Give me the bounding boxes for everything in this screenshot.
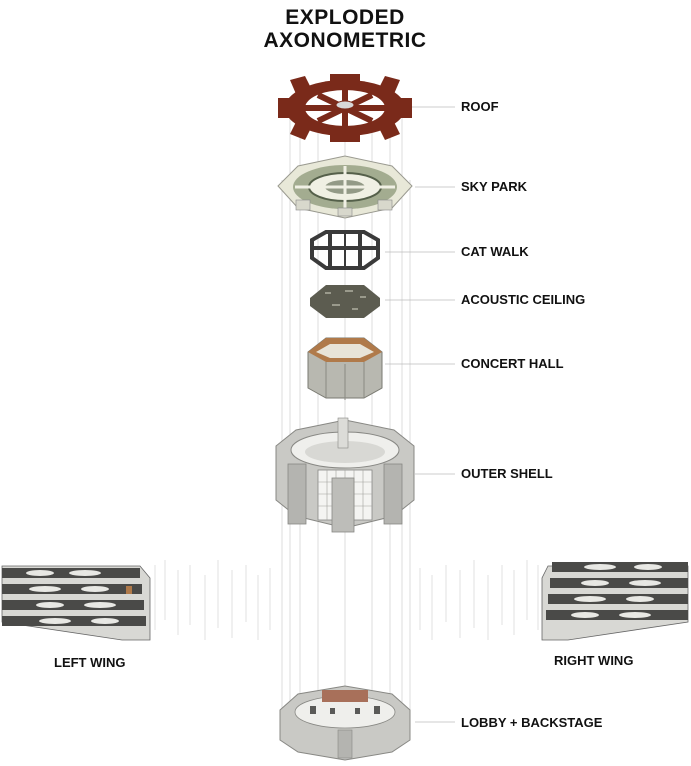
outer-shell-layer bbox=[275, 417, 415, 533]
label-outer-shell: OUTER SHELL bbox=[461, 466, 553, 481]
sky-park-layer bbox=[277, 155, 413, 219]
cat-walk-layer bbox=[310, 230, 380, 270]
acoustic-ceiling-layer bbox=[310, 285, 380, 318]
label-acoustic-ceiling: ACOUSTIC CEILING bbox=[461, 292, 586, 307]
label-right-wing: RIGHT WING bbox=[554, 653, 634, 668]
right-wing-layer bbox=[541, 562, 689, 641]
lobby-backstage-layer bbox=[279, 685, 411, 761]
label-roof: ROOF bbox=[461, 99, 499, 114]
vertical-guide-lines bbox=[281, 110, 411, 720]
label-lobby-backstage: LOBBY + BACKSTAGE bbox=[461, 715, 603, 730]
concert-hall-layer bbox=[307, 337, 383, 400]
left-wing-layer bbox=[1, 565, 151, 641]
label-sky-park: SKY PARK bbox=[461, 179, 527, 194]
label-cat-walk: CAT WALK bbox=[461, 244, 529, 259]
label-leader-lines bbox=[385, 106, 455, 723]
label-concert-hall: CONCERT HALL bbox=[461, 356, 564, 371]
diagram-title: EXPLODED AXONOMETRIC bbox=[230, 6, 460, 52]
label-left-wing: LEFT WING bbox=[54, 655, 126, 670]
title-line-2: AXONOMETRIC bbox=[263, 29, 427, 52]
title-line-1: EXPLODED bbox=[285, 6, 405, 29]
roof-layer bbox=[278, 74, 412, 142]
wing-guide-lines bbox=[154, 560, 539, 640]
